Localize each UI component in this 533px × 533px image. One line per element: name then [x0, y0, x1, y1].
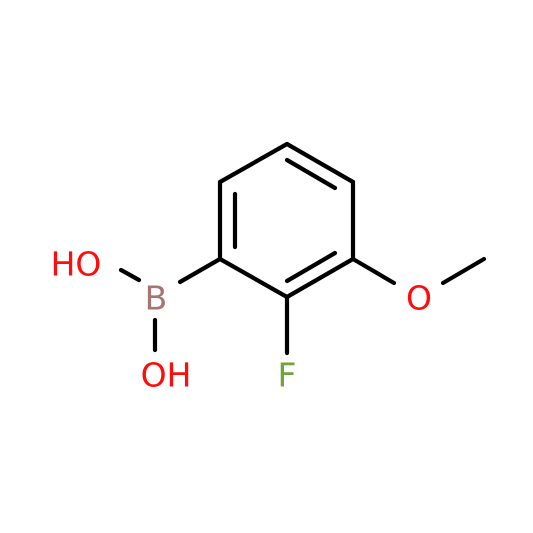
substituent-bonds: [118, 256, 487, 356]
benzene-ring: [217, 141, 356, 300]
bond-c2-c3: [284, 141, 356, 185]
bond-boron-oh-top: [118, 267, 142, 283]
atom-label-ho: HO: [51, 245, 102, 284]
atom-label-oxygen: O: [406, 279, 432, 318]
bond-c1-c2: [217, 141, 290, 185]
double-bond-inner-bottom: [284, 250, 338, 284]
atom-label-oh: OH: [141, 356, 192, 395]
bond-ring-boron: [177, 256, 223, 285]
bond-c5-c6: [217, 256, 290, 300]
bond-oxygen-methyl: [440, 256, 487, 286]
bond-ring-oxygen: [350, 256, 397, 286]
bond-c4-c5: [284, 256, 356, 300]
atom-label-boron: B: [145, 279, 168, 318]
double-bond-inner-top: [284, 157, 338, 191]
atom-label-fluorine: F: [278, 356, 297, 395]
atom-labels: HO B OH F O: [51, 245, 432, 395]
